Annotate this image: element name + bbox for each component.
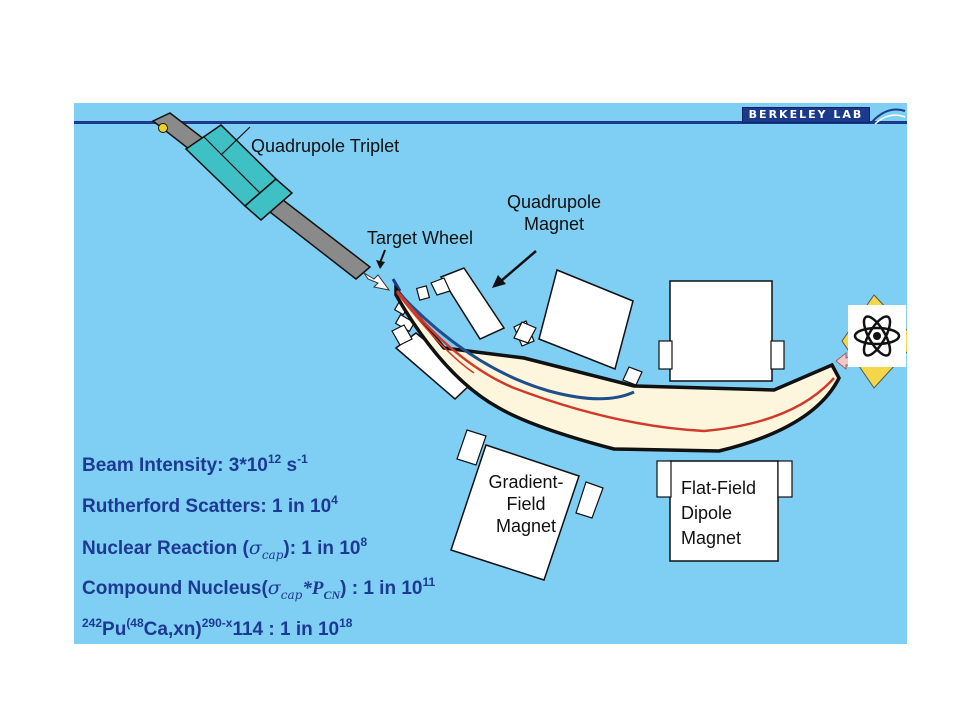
label-quadrupole-magnet-line1: Quadrupole: [506, 192, 602, 212]
stat-nuclear-reaction-exp: 8: [360, 535, 368, 549]
p-symbol: *P: [302, 578, 324, 599]
stat-reaction-exp: 18: [339, 616, 353, 630]
gradient-field-magnet: [450, 429, 604, 581]
header-rule: [74, 121, 907, 124]
beam-arrow: [363, 272, 391, 291]
stat-reaction-mass: 242: [82, 616, 103, 630]
label-flat-field-line3: Magnet: [681, 528, 742, 548]
separator-channel: [394, 284, 841, 453]
label-quadrupole-triplet: Quadrupole Triplet: [251, 136, 400, 156]
stat-compound-nucleus-text-a: Compound Nucleus(: [82, 578, 268, 599]
flat-field-dipole-magnet: [656, 460, 793, 562]
atom-icon: [848, 305, 906, 367]
sigma-sub: cap: [261, 547, 284, 562]
p-sub: CN: [323, 587, 341, 602]
label-gradient-field-magnet: Gradient- Field Magnet: [476, 471, 576, 537]
label-gradient-field-line1: Gradient-: [488, 472, 564, 492]
stat-beam-intensity-exp: 12: [267, 452, 282, 466]
beamline: [151, 112, 372, 280]
stat-beam-intensity: Beam Intensity: 3*1012 s-1: [82, 452, 308, 477]
stat-rutherford-text: Rutherford Scatters: 1 in 10: [82, 496, 332, 517]
logo-swoosh-icon: [870, 108, 906, 125]
quadrupole-magnet-pointer: [492, 250, 537, 288]
stat-beam-intensity-text: Beam Intensity: 3*10: [82, 455, 268, 476]
sigma-symbol: σ: [248, 537, 262, 559]
target-wheel-pointer: [376, 249, 402, 292]
label-quadrupole-magnet: Quadrupole Magnet: [494, 191, 614, 235]
stat-reaction-element: 114 : 1 in 10: [232, 619, 340, 640]
stat-rutherford-exp: 4: [331, 493, 338, 507]
beam-path-red: [396, 290, 835, 433]
stat-reaction-ca: Ca,xn): [143, 619, 202, 640]
label-quadrupole-magnet-line2: Magnet: [523, 214, 585, 234]
berkeley-lab-logo: BERKELEY LAB: [742, 107, 870, 123]
stat-nuclear-reaction-text-b: ): 1 in 10: [283, 538, 361, 559]
beam-path-blue: [395, 289, 635, 401]
separator-diagram: [151, 112, 907, 581]
stat-nuclear-reaction: Nuclear Reaction (σcap): 1 in 108: [82, 535, 367, 562]
stat-reaction: 242Pu(48Ca,xn)290-x114 : 1 in 1018: [82, 616, 352, 641]
stat-beam-intensity-unit: s: [281, 455, 298, 476]
source-dot: [158, 123, 168, 133]
label-flat-field-line1: Flat-Field: [681, 478, 757, 498]
label-gradient-field-line2: Field: [506, 494, 546, 514]
label-gradient-field-line3: Magnet: [495, 516, 557, 536]
label-flat-field-line2: Dipole: [681, 503, 733, 523]
stat-rutherford: Rutherford Scatters: 1 in 104: [82, 493, 338, 518]
flat-field-upper-block: [658, 280, 785, 382]
sigma-sub: cap: [280, 587, 303, 602]
stat-reaction-pu: Pu: [102, 619, 127, 640]
slide-panel: BERKELEY LAB: [74, 103, 907, 644]
stat-reaction-product-mass: 290-x: [201, 616, 233, 630]
stat-compound-nucleus: Compound Nucleus(σcap*PCN) : 1 in 1011: [82, 575, 435, 603]
label-target-wheel: Target Wheel: [367, 228, 474, 248]
sigma-symbol: σ: [267, 577, 281, 599]
stat-beam-intensity-unit-exp: -1: [297, 452, 308, 466]
label-flat-field-dipole-magnet: Flat-Field Dipole Magnet: [681, 476, 756, 551]
stat-compound-nucleus-text-b: ) : 1 in 10: [340, 578, 423, 599]
stat-reaction-ca-mass: (48: [126, 616, 144, 630]
stat-nuclear-reaction-text-a: Nuclear Reaction (: [82, 538, 249, 559]
stat-compound-nucleus-exp: 11: [422, 575, 436, 589]
